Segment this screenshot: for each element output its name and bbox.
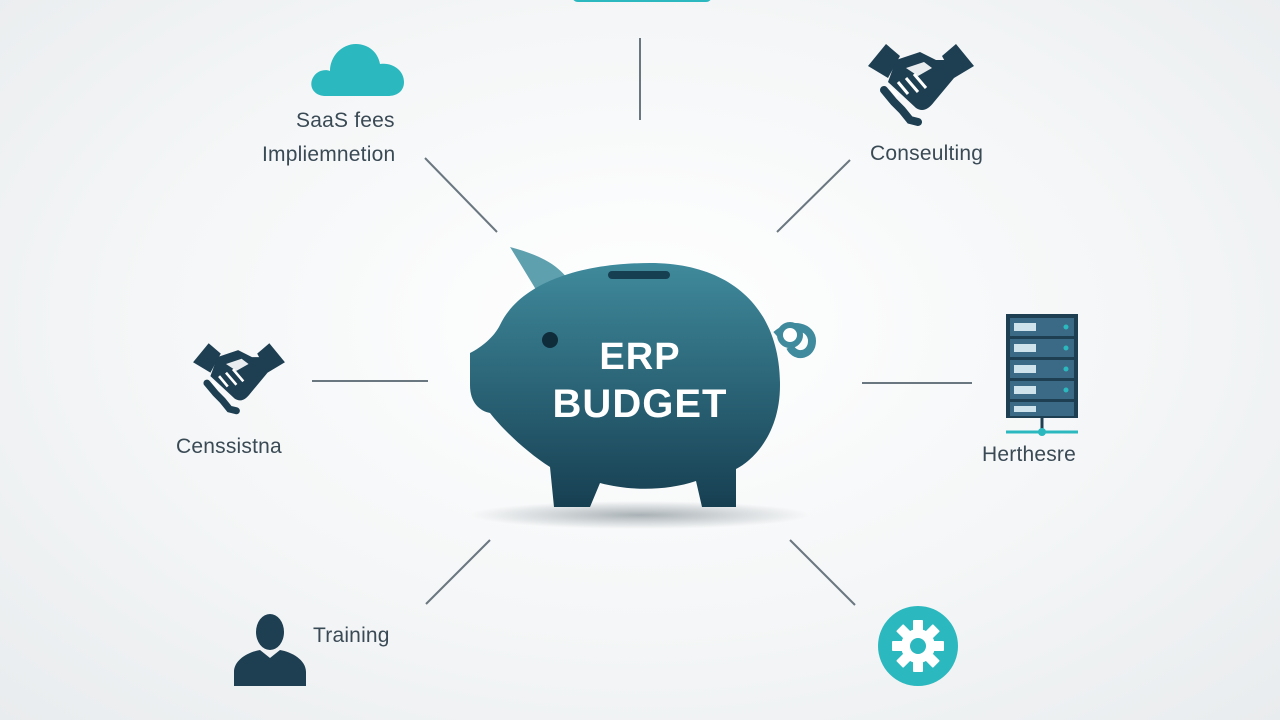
label-saas-fees: SaaS fees: [296, 109, 395, 132]
connector-top-left: [424, 157, 498, 233]
connector-bottom-left: [425, 539, 491, 605]
connector-top-right: [776, 159, 851, 233]
center-title-line2: BUDGET: [552, 382, 728, 426]
gear-icon: [878, 606, 958, 686]
label-hardware: Herthesre: [982, 443, 1077, 466]
connector-bottom-right: [789, 539, 856, 606]
handshake-icon: [868, 44, 974, 126]
top-connector-cap: [572, 0, 712, 2]
center-title-line1: ERP: [599, 336, 681, 378]
label-training: Training: [313, 624, 390, 647]
label-consultants: Censsistna: [176, 435, 282, 458]
label-implementation: Impliemnetion: [262, 143, 396, 166]
label-consulting: Conseulting: [870, 142, 984, 165]
cloud-icon: [311, 44, 404, 96]
person-icon: [234, 614, 306, 686]
piggy-bank-icon: [470, 247, 817, 529]
handshake-icon: [193, 343, 285, 415]
server-rack-icon: [1006, 314, 1078, 436]
